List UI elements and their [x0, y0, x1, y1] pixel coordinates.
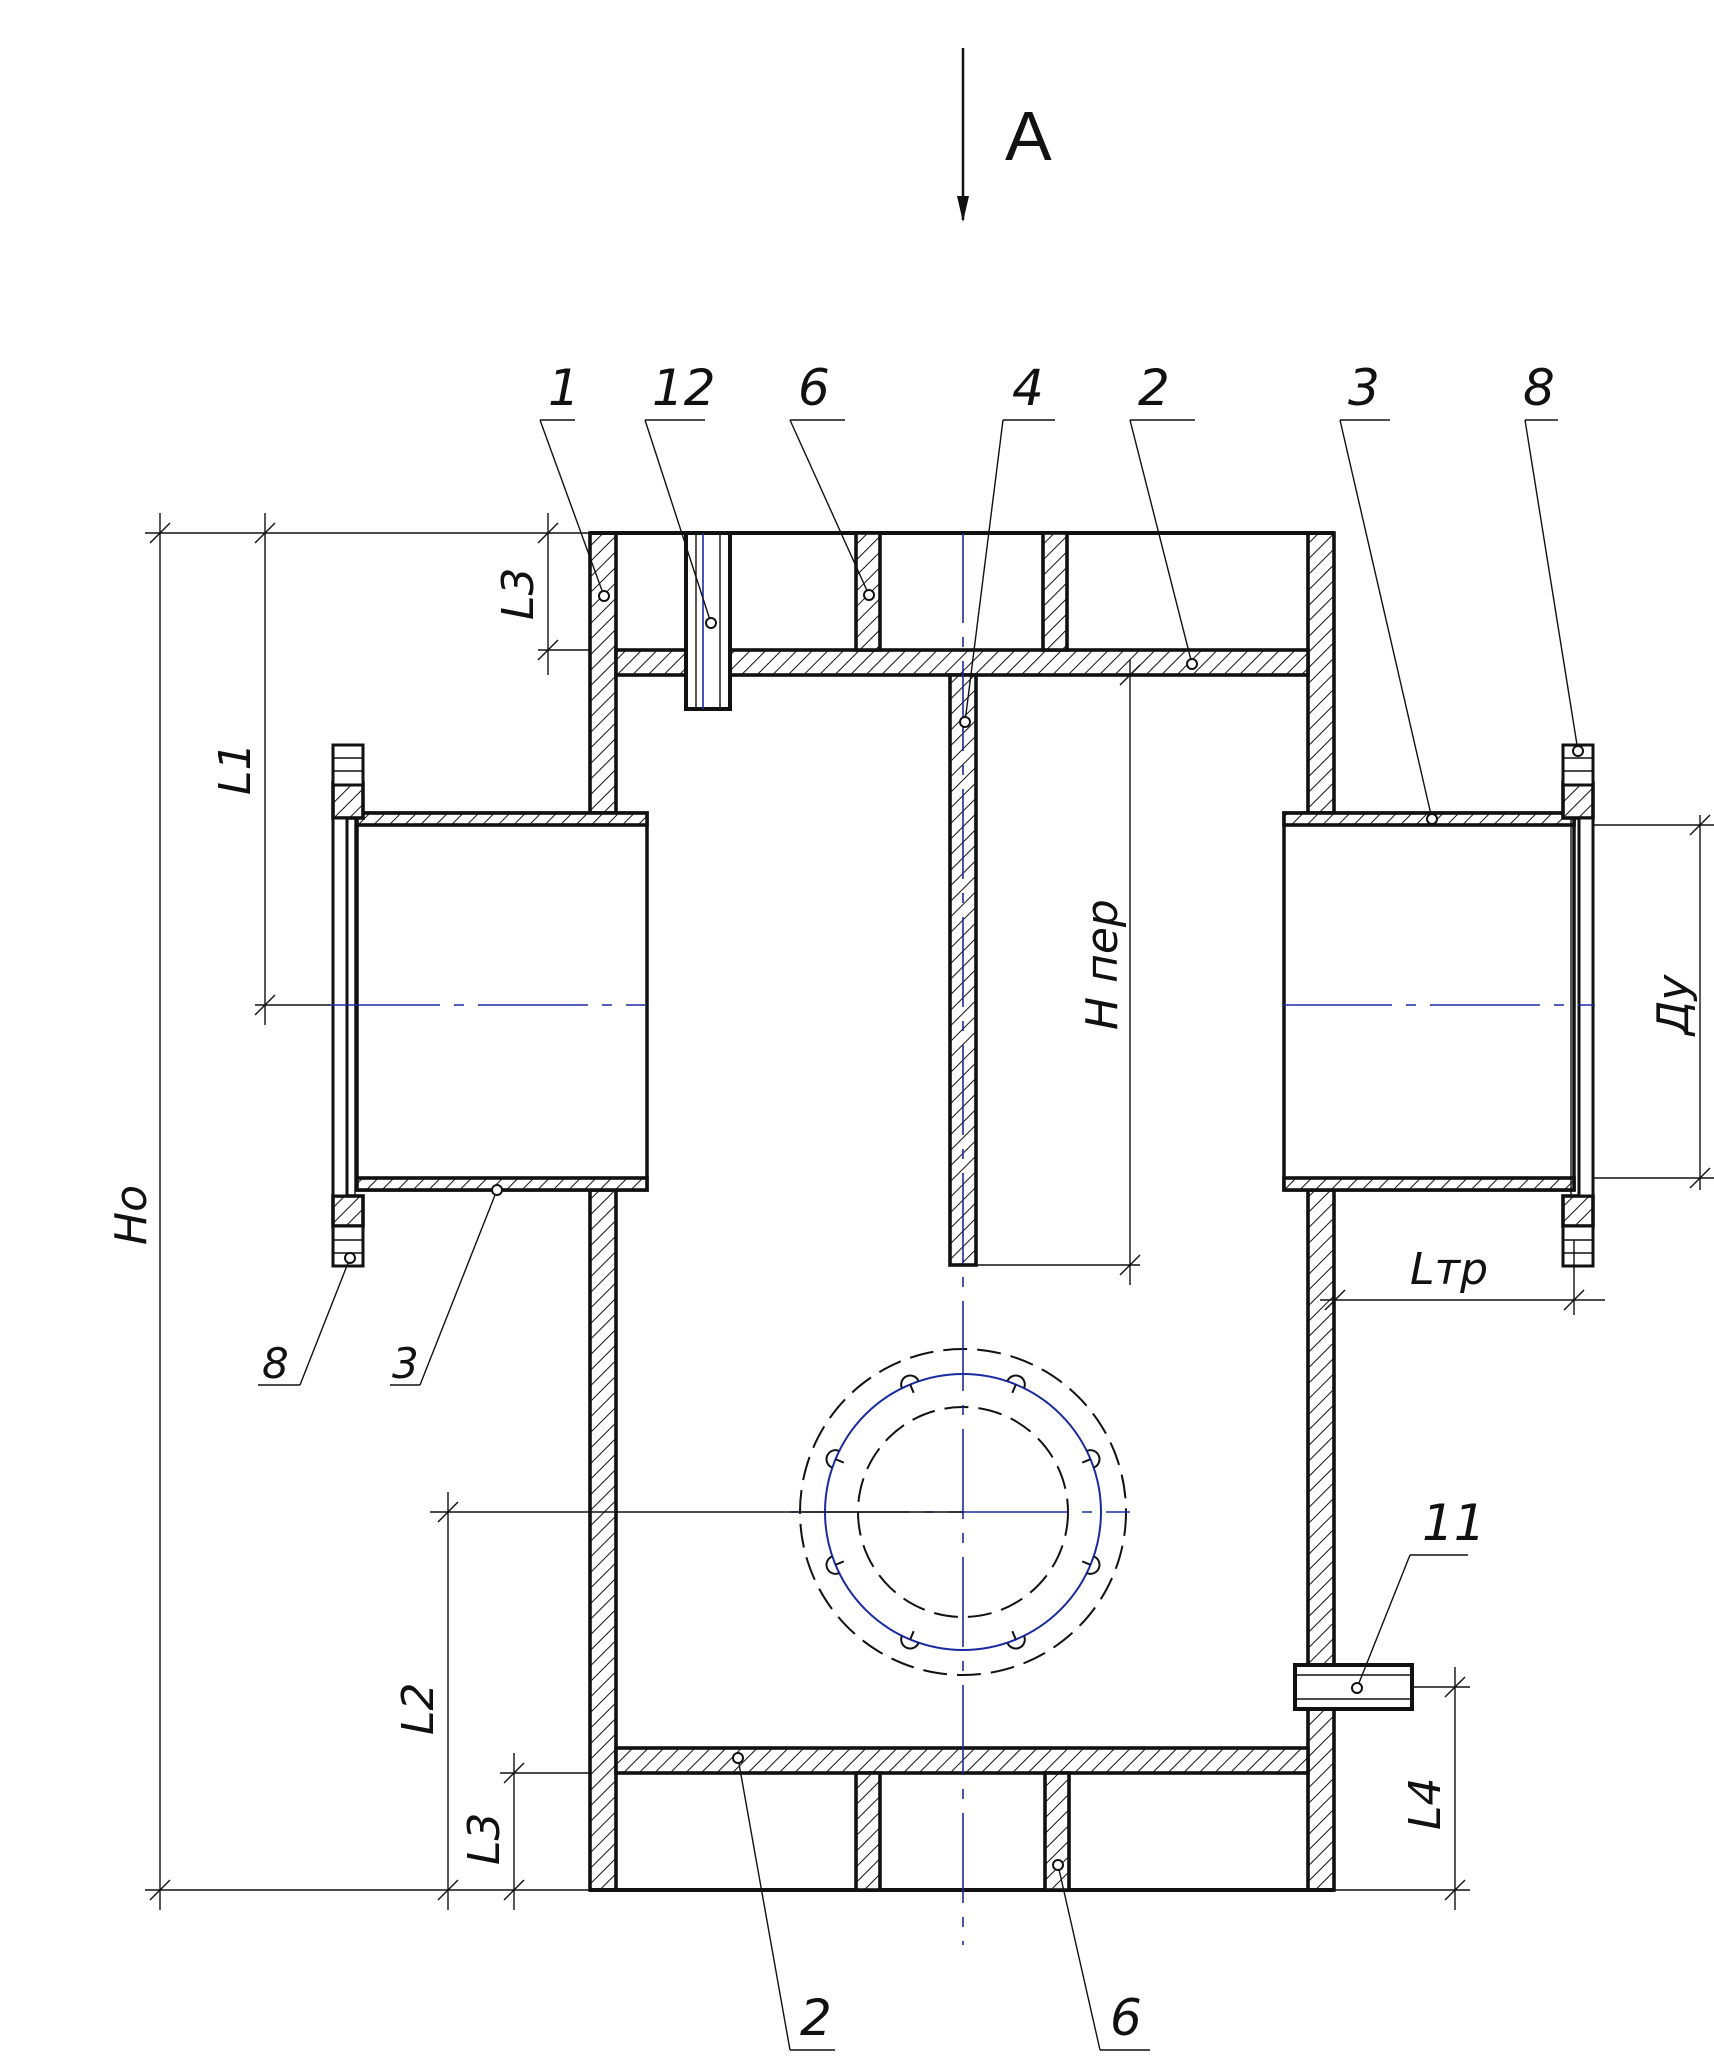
dim-L-tr: Lтр — [1410, 1244, 1488, 1295]
callout-6-top: 6 — [798, 359, 830, 417]
bolt-hole — [1086, 1449, 1101, 1469]
bolt-hole — [1086, 1555, 1101, 1575]
bolt-holes — [825, 1374, 1101, 1650]
callout-3-top: 3 — [1348, 359, 1380, 417]
callout-8-left: 8 — [262, 1339, 289, 1388]
bottom-stiffener-right — [1043, 1771, 1071, 1892]
callout-4: 4 — [1012, 359, 1044, 417]
dim-H-per: H пер — [1077, 899, 1128, 1030]
view-label: А — [1005, 97, 1052, 175]
left-wall-lower — [588, 1188, 618, 1892]
bottom-plate — [614, 1746, 1310, 1775]
callout-12: 12 — [652, 359, 716, 417]
callout-1: 1 — [548, 359, 580, 417]
bolt-hole — [825, 1449, 840, 1469]
right-wall-lower — [1306, 1188, 1336, 1892]
left-wall-upper — [588, 531, 618, 815]
callout-3-left: 3 — [392, 1339, 419, 1388]
dim-L4: L4 — [1400, 1777, 1451, 1830]
bolt-hole-tick — [835, 1560, 845, 1566]
callout-labels: 1 12 6 4 2 3 8 8 3 11 2 6 — [262, 359, 1555, 2047]
callout-8-top: 8 — [1523, 359, 1555, 417]
right-wall-upper — [1306, 531, 1336, 815]
right-nozzle — [1282, 743, 1595, 1268]
bolt-hole-tick — [835, 1458, 845, 1464]
view-direction-arrow: А — [957, 48, 1052, 222]
bottom-stiffener-left — [854, 1771, 882, 1892]
bolt-hole — [1006, 1374, 1026, 1389]
callout-11: 11 — [1422, 1494, 1486, 1552]
vent-pipe — [684, 531, 732, 711]
dim-L3-bottom: L3 — [459, 1812, 510, 1865]
vessel-body — [588, 531, 1336, 1892]
bolt-hole — [900, 1635, 920, 1650]
dim-Dy: Ду — [1648, 974, 1699, 1037]
dimension-lines: Ho L1 L3 H пер Ду Lтр — [106, 513, 1714, 1910]
dim-L1: L1 — [210, 742, 261, 795]
callout-6-bottom: 6 — [1110, 1989, 1142, 2047]
top-stiffener-right — [1041, 531, 1069, 652]
bolt-hole — [900, 1374, 920, 1389]
bolt-hole-tick — [1011, 1630, 1017, 1640]
dim-L3-top: L3 — [493, 567, 544, 620]
bolt-hole-tick — [1011, 1384, 1017, 1394]
callout-2-top: 2 — [1138, 359, 1170, 417]
left-nozzle — [331, 743, 649, 1268]
bolt-hole — [1006, 1635, 1026, 1650]
bolt-hole-tick — [909, 1384, 915, 1394]
bolt-hole-tick — [1081, 1560, 1091, 1566]
callout-leaders — [258, 419, 1584, 2051]
bolt-hole-tick — [1081, 1458, 1091, 1464]
bolt-hole-tick — [909, 1630, 915, 1640]
callout-2-bottom: 2 — [800, 1989, 832, 2047]
dim-Ho: Ho — [106, 1185, 157, 1245]
axis-lines — [330, 533, 1595, 1945]
dim-L2: L2 — [393, 1682, 444, 1735]
bolt-hole — [825, 1555, 840, 1575]
